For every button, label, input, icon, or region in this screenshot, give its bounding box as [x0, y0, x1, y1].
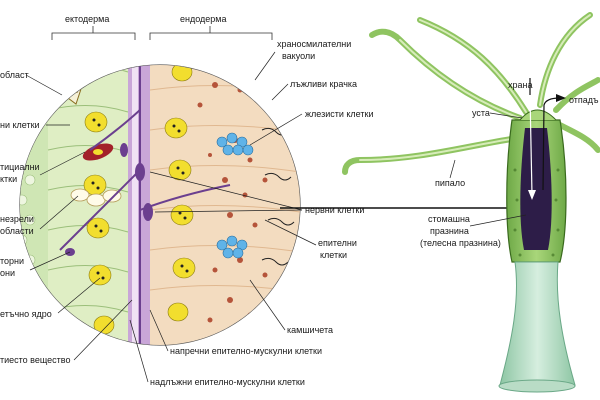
label-digestive-vacuoles-1: храносмилателни	[277, 39, 351, 49]
left-label-0: област	[0, 70, 29, 80]
right-labels: храносмилателни вакуоли лъжливи крачка ж…	[277, 39, 373, 335]
hydra-foot	[498, 379, 576, 393]
label-gland-cells: жлезисти клетки	[305, 109, 373, 119]
waste-arrow	[542, 94, 566, 191]
label-endoderm: ендодерма	[180, 14, 227, 24]
left-labels: област ни клетки тициални ктки незрели о…	[0, 70, 70, 365]
label-waste: отпадъ	[569, 95, 599, 105]
label-mouth: уста	[472, 108, 490, 118]
left-label-7: они	[0, 268, 15, 278]
label-longitudinal-muscle-cells: надлъжни епително-мускулни клетки	[150, 377, 305, 387]
bottom-leader-lines	[129, 309, 169, 383]
left-label-6: торни	[0, 256, 24, 266]
left-label-1: ни клетки	[0, 120, 40, 130]
endoderm-nuclei	[164, 65, 196, 322]
digestive-vacuoles	[197, 67, 268, 323]
label-ectoderm: ектодерма	[65, 14, 109, 24]
hydra-stalk	[499, 261, 576, 386]
label-epithelial-2: клетки	[320, 250, 347, 260]
left-label-8: етъчно ядро	[0, 309, 52, 319]
cavity-leader	[469, 214, 527, 227]
stinging-cell	[82, 143, 114, 161]
label-cavity-1: стомашна	[428, 214, 470, 224]
left-label-3: ктки	[0, 174, 17, 184]
label-transverse-muscle-cells: напречни епително-мускулни клетки	[170, 346, 322, 356]
label-cavity-3: (телесна празнина)	[420, 238, 501, 248]
gastric-cavity	[520, 128, 552, 250]
label-tentacle: пипало	[435, 178, 465, 188]
label-digestive-vacuoles-2: вакуоли	[282, 51, 315, 61]
left-label-4: незрели	[0, 214, 34, 224]
label-pseudopod: лъжливи крачка	[290, 79, 357, 89]
right-leader-lines	[149, 51, 317, 331]
tentacle-leader	[449, 159, 456, 179]
food-arrow	[528, 78, 536, 200]
gland-cells	[216, 132, 254, 259]
hydra-organism	[342, 12, 600, 393]
label-nerve-cells: нервни клетки	[305, 205, 364, 215]
mouth-leader	[489, 112, 523, 119]
label-cavity-2: празнина	[430, 226, 469, 236]
hypostome	[519, 109, 557, 121]
layer-brackets	[51, 26, 273, 40]
left-leader-lines	[25, 74, 133, 361]
left-label-9: тиесто вещество	[0, 355, 70, 365]
label-flagella: камшичета	[287, 325, 333, 335]
cross-section-magnified	[19, 64, 301, 346]
label-food: храна	[508, 80, 533, 90]
left-label-5: области	[0, 226, 34, 236]
left-label-2: тициални	[0, 162, 40, 172]
label-epithelial-1: епителни	[318, 238, 357, 248]
